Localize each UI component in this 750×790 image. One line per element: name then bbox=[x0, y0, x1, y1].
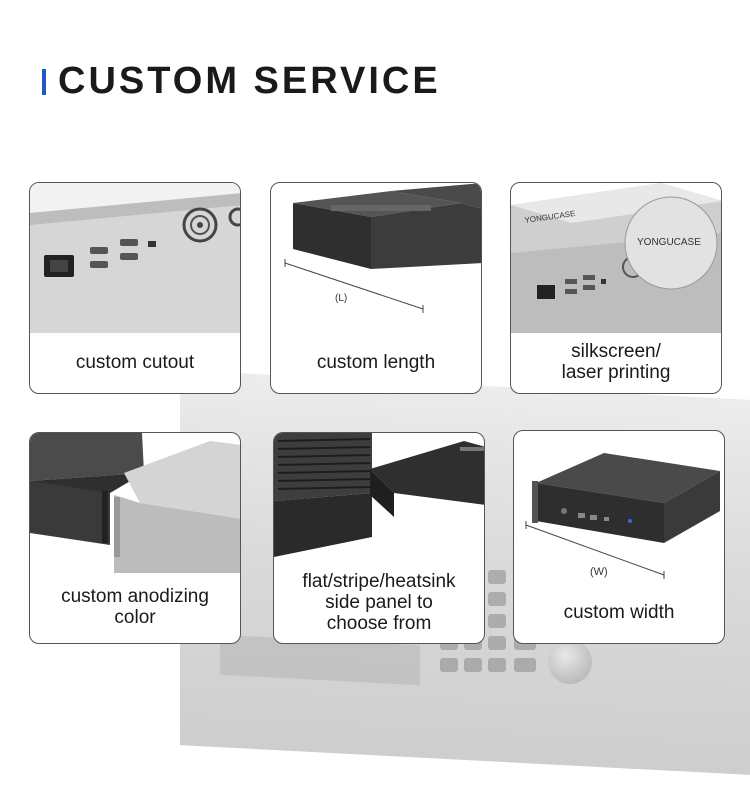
card-side-panel-options[interactable]: flat/stripe/heatsink side panel to choos… bbox=[273, 432, 485, 644]
anodized-enclosures-image bbox=[30, 433, 240, 573]
silkscreen-logo-image: YONGUCASE YONGUCASE bbox=[511, 183, 721, 333]
card-custom-anodizing-color[interactable]: custom anodizing color bbox=[29, 432, 241, 644]
card-label: custom width bbox=[563, 601, 675, 623]
cutout-panel-image bbox=[30, 183, 240, 333]
card-custom-width[interactable]: (W) custom width bbox=[513, 430, 725, 644]
card-label: custom cutout bbox=[75, 351, 195, 373]
card-silkscreen-laser-printing[interactable]: YONGUCASE YONGUCASE silkscreen/ laser pr… bbox=[510, 182, 722, 394]
card-label: custom length bbox=[316, 351, 436, 373]
side-panel-options-image bbox=[274, 433, 484, 563]
card-custom-length[interactable]: (L) custom length bbox=[270, 182, 482, 394]
magnified-logo-text: YONGUCASE bbox=[637, 237, 701, 248]
length-enclosure-image: (L) bbox=[271, 183, 481, 333]
card-custom-cutout[interactable]: custom cutout bbox=[29, 182, 241, 394]
card-label: custom anodizing color bbox=[61, 586, 209, 628]
card-label: flat/stripe/heatsink side panel to choos… bbox=[302, 570, 456, 634]
section-heading: CUSTOM SERVICE bbox=[42, 60, 441, 103]
page-title: CUSTOM SERVICE bbox=[58, 60, 441, 102]
heading-accent-bar bbox=[42, 68, 46, 95]
width-enclosure-image: (W) bbox=[514, 431, 724, 581]
card-label: silkscreen/ laser printing bbox=[561, 341, 671, 383]
background-device-knob bbox=[548, 640, 592, 684]
width-dimension-label: (W) bbox=[590, 566, 608, 578]
length-dimension-label: (L) bbox=[335, 293, 347, 304]
